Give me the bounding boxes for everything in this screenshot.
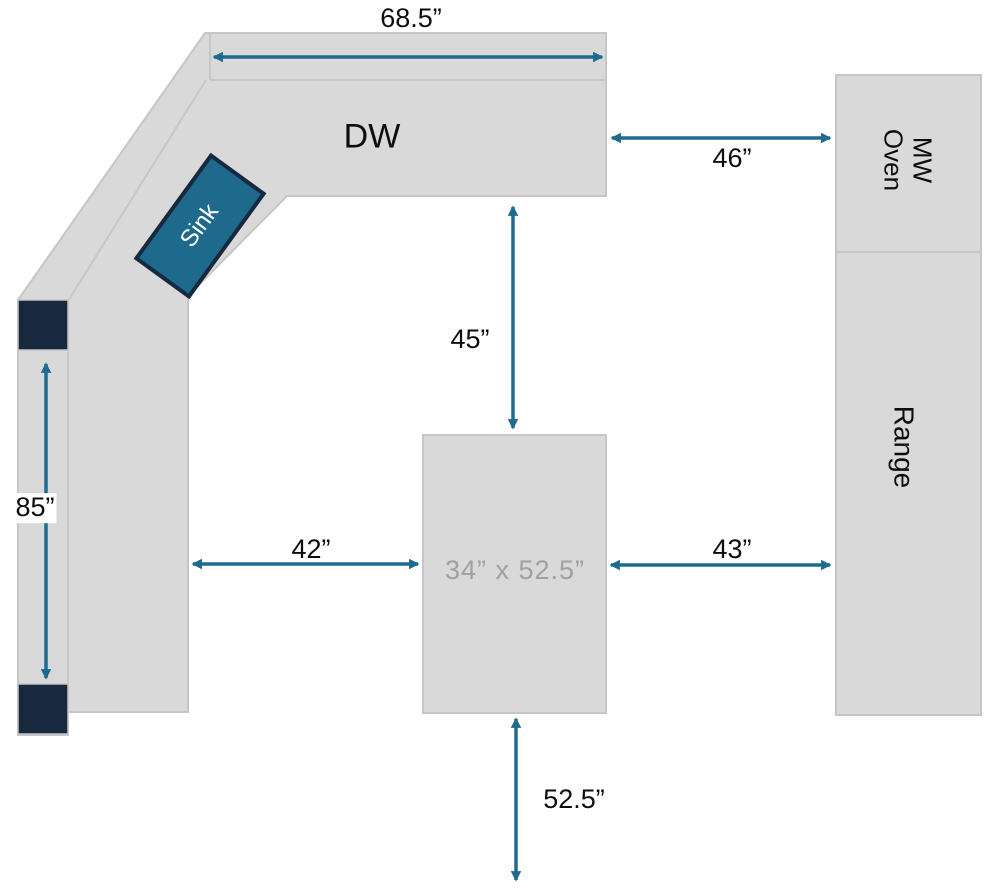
dimension-label-left-counter: 85”	[13, 492, 57, 523]
mw-oven-label: MW Oven	[879, 128, 938, 192]
dimension-label-top-counter: 68.5”	[380, 3, 442, 34]
left-counter-top-block	[17, 299, 69, 351]
mw-oven-label-line2: Oven	[879, 128, 909, 192]
dimension-label-island-depth: 52.5”	[543, 784, 605, 815]
dimension-label-left-counter-to-island: 42”	[291, 534, 331, 565]
island-shape	[422, 434, 607, 714]
counter-outline	[17, 32, 607, 736]
island-size-label: 34” x 52.5”	[444, 555, 586, 586]
mw-oven-shape	[835, 74, 982, 253]
range-shape	[835, 251, 982, 716]
mw-oven-label-line1: MW	[907, 136, 938, 184]
counter-seam-diagonal	[67, 79, 207, 302]
dimension-label-island-to-range: 43”	[712, 534, 752, 565]
sink-shape	[133, 152, 267, 300]
range-label: Range	[888, 405, 920, 489]
dishwasher-label: DW	[343, 117, 401, 156]
left-counter-bottom-block	[17, 683, 69, 735]
dimension-label-counter-to-island: 45”	[450, 324, 490, 355]
dimension-label-counter-to-mw: 46”	[712, 143, 752, 174]
